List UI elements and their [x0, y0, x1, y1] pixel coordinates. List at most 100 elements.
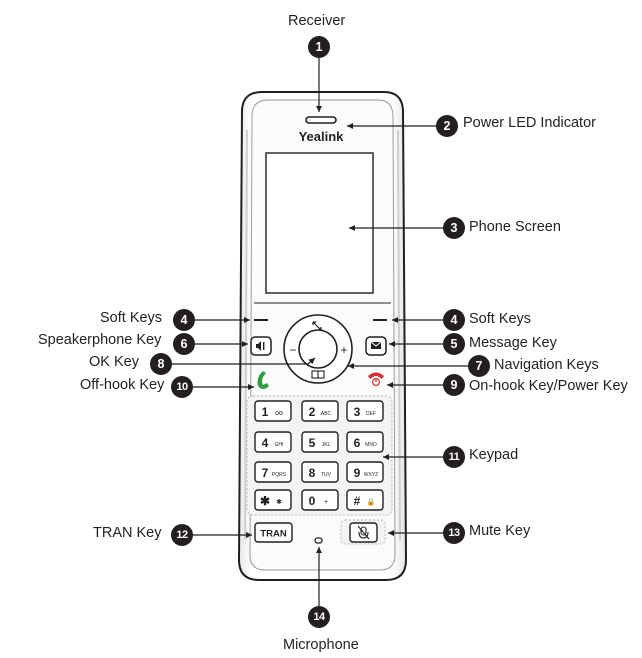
keypad-key-digit: 6: [354, 436, 361, 450]
keypad-key-digit: 0: [309, 494, 316, 508]
leader-arrow-off-hook: [248, 384, 254, 390]
callout-badge-7: 7: [468, 355, 490, 377]
keypad-key-letters: +: [324, 499, 328, 506]
red-handset-power-icon: [368, 372, 384, 387]
tran-key-label: TRAN: [260, 529, 287, 540]
callout-label-receiver: Receiver: [288, 13, 346, 29]
keypad-area: [246, 395, 393, 516]
callout-label-phone-screen: Phone Screen: [469, 219, 561, 235]
callout-badge-2: 2: [436, 115, 458, 137]
body-edge-left: [244, 129, 248, 541]
leader-arrow-message-key: [389, 341, 395, 347]
leader-arrow-receiver: [316, 106, 322, 112]
leader-arrow-on-hook: [387, 382, 393, 388]
keypad-key-7: [254, 461, 292, 483]
microphone-hole: [314, 537, 323, 544]
callout-badge-4-left: 4: [173, 309, 195, 331]
leader-arrow-soft-keys-left: [244, 317, 250, 323]
callout-label-off-hook: Off-hook Key: [80, 377, 165, 393]
keypad-key-digit: 3: [354, 405, 361, 419]
body-edge-right: [397, 129, 401, 541]
callout-badge-1: 1: [308, 36, 330, 58]
leader-arrow-speakerphone: [242, 341, 248, 347]
keypad-key-letters: TUV: [321, 472, 332, 478]
callout-label-soft-keys-left: Soft Keys: [100, 310, 163, 326]
keypad-key-8: [301, 461, 339, 483]
leader-arrow-tran-key: [246, 532, 252, 538]
keypad-key-letters: DEF: [366, 411, 376, 417]
callout-badge-14: 14: [308, 606, 330, 628]
tran-key: [254, 522, 293, 543]
keypad-key-10: [254, 489, 292, 511]
speaker-icon: [256, 341, 265, 351]
leader-arrow-navigation-keys: [348, 363, 354, 369]
phone-screen: [265, 152, 374, 294]
keypad-key-digit: 5: [309, 436, 316, 450]
callout-badge-6: 6: [173, 333, 195, 355]
leader-arrow-ok-key: [308, 358, 315, 365]
callout-badge-13: 13: [443, 522, 465, 544]
callout-label-message-key: Message Key: [469, 335, 557, 351]
keypad-key-11: [301, 489, 339, 511]
leader-arrow-keypad: [383, 454, 389, 460]
keypad-key-letters: JKL: [322, 442, 331, 448]
callout-label-navigation-keys: Navigation Keys: [494, 357, 599, 373]
keypad-key-digit: #: [354, 494, 361, 508]
callout-badge-9: 9: [443, 374, 465, 396]
keypad-key-letters: oo: [275, 410, 283, 417]
callout-label-on-hook: On-hook Key/Power Key: [469, 378, 628, 394]
callout-badge-4-right: 4: [443, 309, 465, 331]
keypad-key-letters: GHI: [275, 442, 284, 448]
receiver-slot: [305, 116, 337, 124]
callout-label-mute-key: Mute Key: [469, 523, 531, 539]
keypad-key-letters: WXYZ: [364, 472, 378, 478]
leader-arrow-power-led: [347, 123, 353, 129]
microphone-mute-icon: [357, 525, 370, 540]
leader-arrow-phone-screen: [349, 225, 355, 231]
book-icon: [311, 370, 325, 379]
keypad-key-letters: MNO: [365, 442, 377, 448]
keypad-key-digit: 8: [309, 466, 316, 480]
leader-arrow-soft-keys-right: [392, 317, 398, 323]
keypad-key-digit: 9: [354, 466, 361, 480]
leader-arrow-microphone: [316, 547, 322, 553]
callout-label-speakerphone: Speakerphone Key: [38, 332, 162, 348]
callout-label-tran-key: TRAN Key: [93, 525, 162, 541]
callout-badge-10: 10: [171, 376, 193, 398]
ok-key: [298, 329, 338, 369]
keypad-key-3: [346, 400, 384, 422]
callout-badge-11: 11: [443, 446, 465, 468]
arrows-icon: [312, 321, 322, 331]
brand-logo: Yealink: [299, 129, 345, 144]
keypad-key-2: [301, 400, 339, 422]
keypad-key-letters: 🔒: [367, 498, 376, 506]
nav-plus: +: [340, 343, 347, 357]
keypad-key-12: [346, 489, 384, 511]
keypad-key-digit: 7: [262, 466, 269, 480]
keypad-key-1: [254, 400, 292, 422]
keypad-key-4: [254, 431, 292, 453]
green-handset-icon: [257, 371, 269, 389]
envelope-icon: [370, 341, 382, 349]
callout-badge-5: 5: [443, 333, 465, 355]
callout-badge-12: 12: [171, 524, 193, 546]
keypad-key-digit: 4: [262, 436, 269, 450]
keypad-key-digit: 1: [262, 405, 269, 419]
callout-label-ok-key: OK Key: [89, 354, 139, 370]
callout-label-soft-keys-right: Soft Keys: [469, 311, 532, 327]
callout-badge-8: 8: [150, 353, 172, 375]
keypad-key-6: [346, 431, 384, 453]
callout-label-keypad: Keypad: [469, 447, 519, 463]
keypad-key-letters: ✱: [276, 498, 282, 506]
keypad-key-digit: 2: [309, 405, 316, 419]
keypad-key-letters: ABC: [321, 411, 332, 417]
keypad-key-letters: PQRS: [272, 472, 287, 478]
callout-label-microphone: Microphone: [283, 637, 359, 653]
leader-arrow-mute-key: [388, 530, 394, 536]
keypad-key-5: [301, 431, 339, 453]
callout-badge-3: 3: [443, 217, 465, 239]
keypad-key-9: [346, 461, 384, 483]
